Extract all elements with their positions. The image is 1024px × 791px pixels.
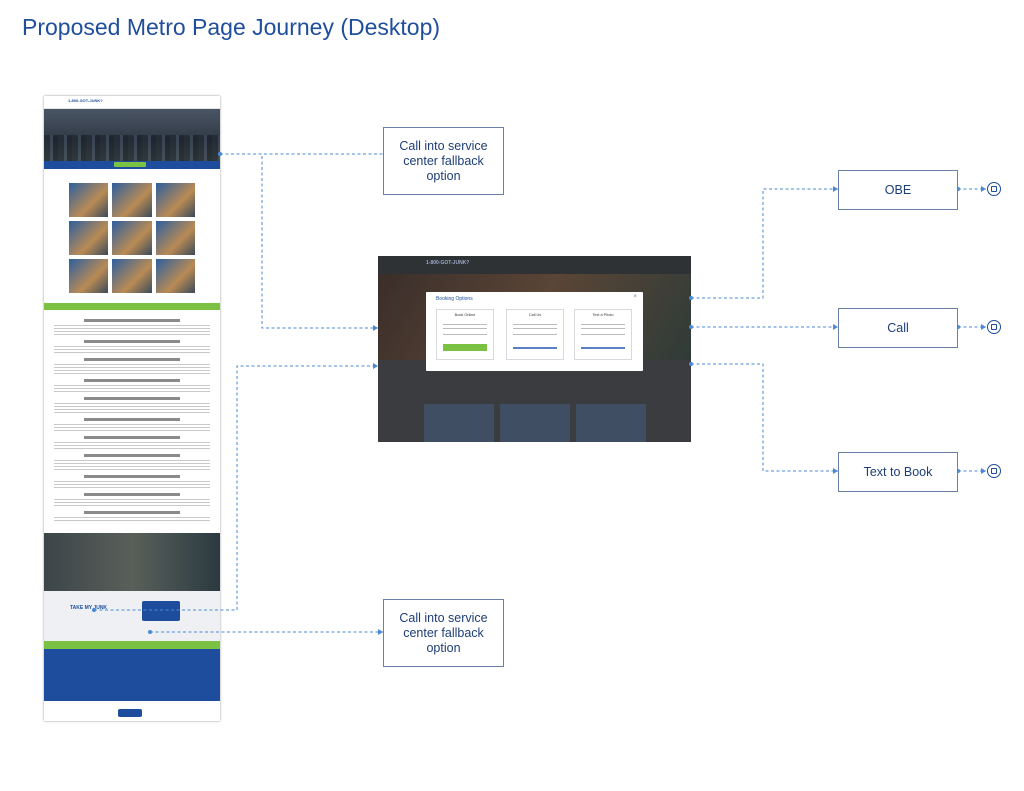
mockup-text-content — [44, 310, 220, 527]
mockup-green-bar — [44, 303, 220, 310]
booking-options-dialog: Booking Options × Book Online Call Us Te… — [426, 292, 643, 371]
call-box: Call — [838, 308, 958, 348]
calendar-check-icon — [987, 320, 1001, 334]
option-call-us: Call Us — [506, 309, 564, 360]
obe-box: OBE — [838, 170, 958, 210]
mockup-footer — [44, 649, 220, 701]
mockup-green-footer-bar — [44, 641, 220, 649]
mockup-take-my-junk-label: TAKE MY JUNK — [70, 605, 108, 611]
call-service-center-box-top: Call into service center fallback option — [383, 127, 504, 195]
connector-text — [691, 363, 838, 472]
mockup-brands — [44, 701, 220, 721]
truck-image — [142, 601, 180, 621]
connector-junk-to-modal — [94, 365, 378, 611]
mockup-blue-bar — [44, 161, 220, 169]
modal-bg-logo: 1-800-GOT-JUNK? — [426, 260, 470, 266]
calendar-check-icon — [987, 464, 1001, 478]
connector-arrowheads — [373, 151, 986, 635]
option-book-online: Book Online — [436, 309, 494, 360]
mockup-take-my-junk: TAKE MY JUNK — [44, 591, 220, 641]
calendar-check-icon — [987, 182, 1001, 196]
call-service-center-box-bottom: Call into service center fallback option — [383, 599, 504, 667]
page-title: Proposed Metro Page Journey (Desktop) — [22, 14, 441, 40]
mockup-book-button — [114, 162, 146, 167]
mockup-header: 1-800-GOT-JUNK? — [44, 96, 220, 109]
text-to-book-box: Text to Book — [838, 452, 958, 492]
option-text-a-photo: Text a Photo — [574, 309, 632, 360]
connector-to-modal — [220, 153, 378, 329]
mockup-testimonial — [44, 533, 220, 591]
mockup-photo-grid — [44, 169, 220, 299]
close-icon: × — [633, 294, 637, 300]
connector-obe — [691, 188, 838, 299]
metro-page-mockup: 1-800-GOT-JUNK? TAKE MY JUNK — [44, 96, 220, 721]
dialog-title: Booking Options — [436, 296, 473, 302]
booking-options-screenshot: 1-800-GOT-JUNK? Booking Options × Book O… — [378, 256, 691, 442]
mockup-logo: 1-800-GOT-JUNK? — [68, 98, 103, 103]
mockup-hero — [44, 109, 220, 161]
